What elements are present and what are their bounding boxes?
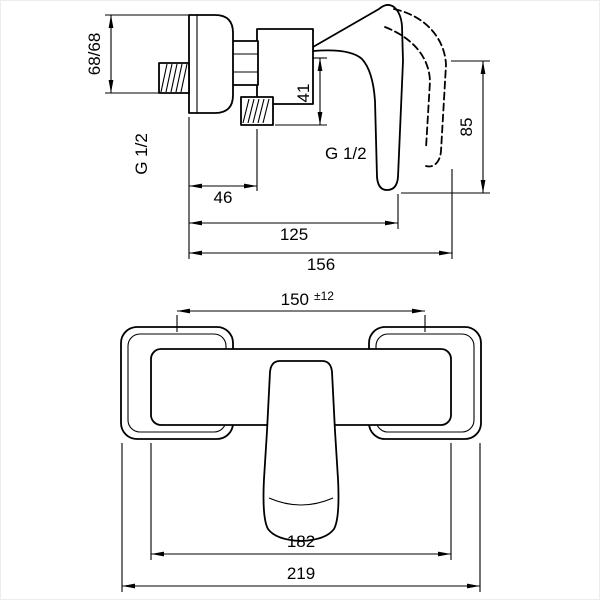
- dim-150-label: 150: [281, 290, 309, 309]
- connection-nut: [229, 40, 259, 86]
- dim-156-label: 156: [307, 255, 335, 274]
- handle-side: [312, 4, 404, 191]
- dim-connection-height: 68/68: [85, 14, 189, 94]
- dim-connection-centers: 150 ±12: [176, 289, 426, 332]
- dim-85-label: 85: [457, 118, 476, 137]
- inlet-thread-label: G 1/2: [132, 133, 151, 175]
- valve-body-side: [256, 28, 314, 105]
- front-view: 150 ±12 182 219: [120, 289, 482, 592]
- handle-front: [262, 360, 340, 542]
- dim-46-label: 46: [214, 188, 233, 207]
- dim-wall-to-outlet: 46: [189, 183, 257, 207]
- dim-150-tolerance-label: ±12: [314, 289, 334, 303]
- handle-raised-dashed: [384, 8, 447, 168]
- dim-219-label: 219: [287, 564, 315, 583]
- dim-body-width: 182: [150, 443, 452, 560]
- dim-depth-to-handle: 125: [189, 194, 399, 244]
- wall-escutcheon-side: [188, 14, 234, 114]
- dim-68-68-label: 68/68: [85, 33, 104, 76]
- dim-handle-travel: 85: [401, 60, 490, 194]
- dim-total-width: 219: [121, 443, 481, 592]
- dim-total-depth: 156: [189, 169, 453, 274]
- dim-41-label: 41: [294, 84, 313, 103]
- dim-outlet-length: 41: [275, 57, 327, 126]
- outlet-thread-label: G 1/2: [325, 144, 367, 163]
- outlet-thread: [240, 96, 274, 126]
- side-view: 68/68 G 1/2 41 G 1/2 46 125: [85, 4, 490, 274]
- dim-182-label: 182: [287, 532, 315, 551]
- dim-125-label: 125: [280, 225, 308, 244]
- inlet-thread: [158, 62, 190, 94]
